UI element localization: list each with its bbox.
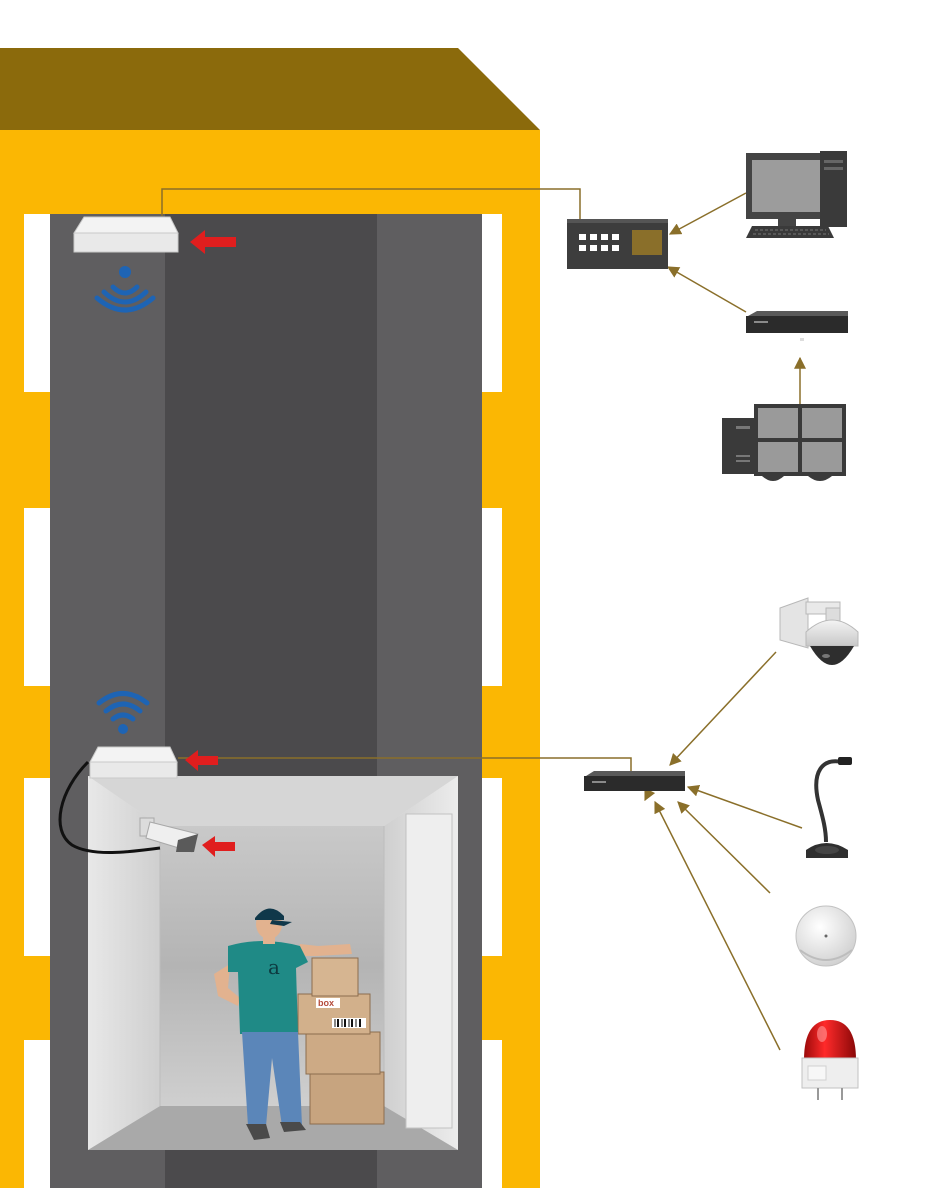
connector-lines — [161, 188, 806, 1051]
speaker-to-nvr-line — [677, 801, 771, 894]
floor-slot — [24, 214, 52, 392]
bridge-cab-to-nvr-line — [178, 757, 632, 772]
bridge-top-to-switch-line — [161, 188, 581, 220]
building-roof — [0, 48, 540, 130]
floor-slot — [480, 1040, 502, 1188]
cargo-box — [311, 957, 359, 997]
desktop-computer-icon — [746, 151, 847, 238]
cargo-box — [309, 1071, 385, 1125]
arrow-cab-bridge — [185, 750, 218, 771]
cargo-box — [305, 1031, 381, 1075]
floor-slot — [480, 778, 502, 956]
wireless-bridge-top-icon — [73, 216, 179, 253]
wifi-signal-top-icon — [94, 266, 156, 313]
worker-person-icon: a — [214, 908, 352, 1140]
microphone-to-nvr-line — [686, 785, 803, 829]
wireless-bridge-cab-icon — [89, 746, 178, 779]
bridge-camera-cable — [58, 760, 161, 854]
cargo-boxes: box — [297, 957, 385, 1125]
arrow-top-bridge — [190, 230, 236, 254]
box-brand-label: box — [318, 998, 334, 1008]
ceiling-speaker-icon — [795, 905, 857, 967]
video-wall-monitor-icon — [722, 404, 846, 481]
nvr-recorder-top-icon — [746, 311, 848, 341]
warning-beacon-icon — [801, 1020, 859, 1100]
floor-slot — [480, 214, 502, 392]
shirt-letter: a — [268, 955, 280, 979]
beacon-to-nvr-line — [654, 800, 781, 1051]
network-switch-icon — [567, 219, 668, 269]
dome-camera-to-nvr-line — [669, 651, 777, 766]
floor-slot — [24, 1040, 52, 1188]
nvr-recorder-cab-icon — [584, 771, 685, 791]
floor-slot — [480, 508, 502, 686]
dome-camera-icon — [779, 597, 859, 665]
wifi-signal-cab-icon — [96, 691, 150, 734]
elevator-camera-icon — [139, 817, 199, 853]
gooseneck-microphone-icon — [806, 757, 852, 858]
arrow-camera — [202, 836, 235, 857]
cab-left-wall — [88, 776, 160, 1150]
cab-ceiling — [88, 776, 458, 826]
cab-door — [405, 813, 453, 1129]
floor-slot — [24, 778, 52, 956]
computer-to-switch-line — [668, 192, 747, 235]
barcode-label — [332, 1018, 366, 1028]
nvr-to-switch-line — [666, 266, 747, 313]
floor-slot — [24, 508, 52, 686]
